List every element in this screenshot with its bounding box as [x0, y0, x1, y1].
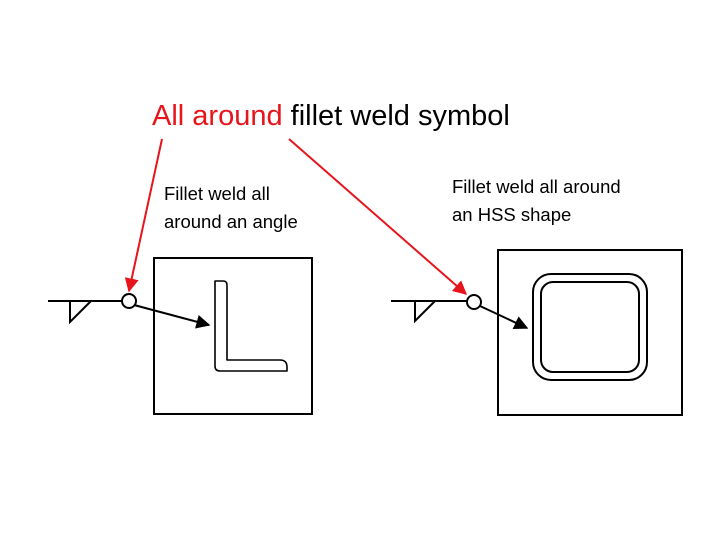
caption-angle: Fillet weld all around an angle	[164, 180, 298, 236]
weld-symbol-hss	[391, 294, 529, 329]
hss-box-frame	[497, 249, 683, 416]
angle-shape	[214, 280, 288, 372]
caption-hss-line-2: an HSS shape	[452, 204, 572, 225]
hss-outer-wall	[532, 273, 648, 381]
all-around-circle-angle	[121, 293, 137, 309]
title-callout-arrows	[124, 138, 468, 295]
weld-symbol-angle	[48, 293, 211, 329]
red-arrow-to-angle-circle	[124, 138, 163, 293]
fillet-symbol-angle	[69, 300, 92, 325]
slide-title: All around fillet weld symbol	[152, 96, 510, 136]
caption-angle-line-2: around an angle	[164, 211, 298, 232]
caption-hss: Fillet weld all around an HSS shape	[452, 173, 621, 229]
red-arrow-to-hss-circle	[288, 138, 468, 295]
hss-section-box	[497, 249, 683, 416]
fillet-symbol-hss	[414, 300, 436, 324]
all-around-circle-hss	[466, 294, 482, 310]
leader-arrow-hss	[479, 305, 529, 329]
angle-box-frame	[153, 257, 313, 415]
title-highlight: All around	[152, 100, 283, 132]
hss-inner-wall	[540, 281, 640, 373]
leader-arrow-angle	[133, 304, 211, 329]
angle-section-box	[153, 257, 313, 415]
caption-angle-line-1: Fillet weld all	[164, 183, 270, 204]
title-rest: fillet weld symbol	[282, 100, 510, 132]
caption-hss-line-1: Fillet weld all around	[452, 176, 621, 197]
